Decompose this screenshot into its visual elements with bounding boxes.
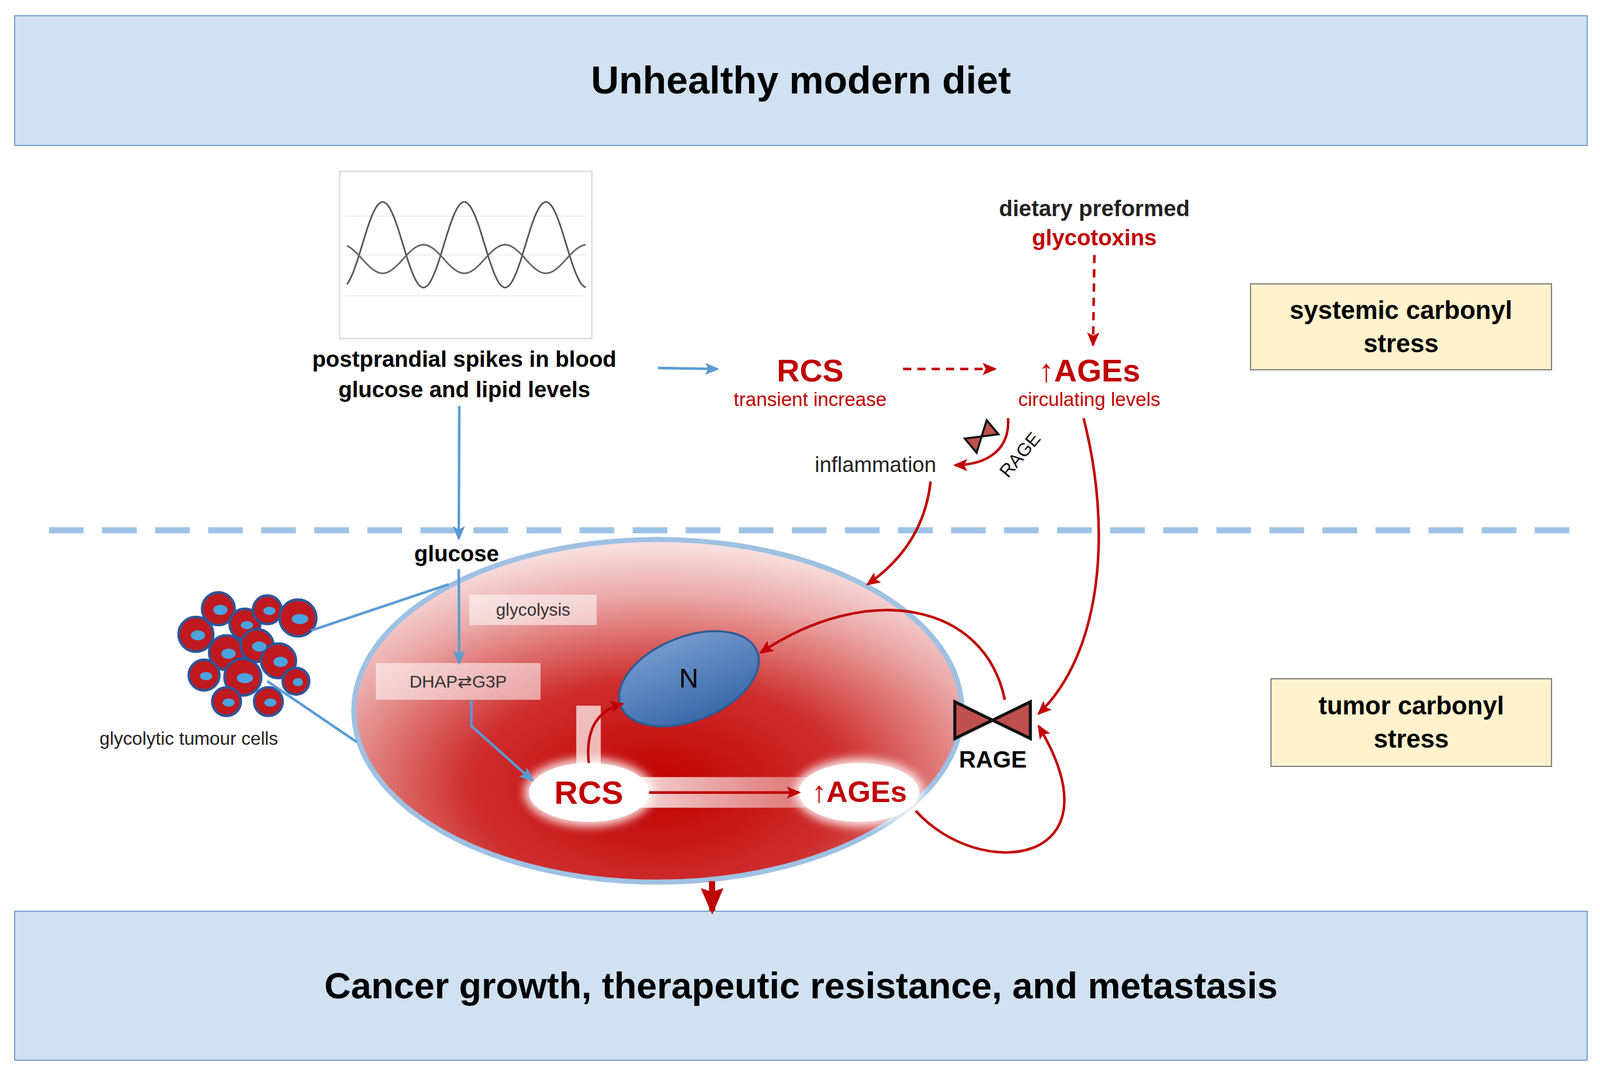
cluster-node: glycolytic tumour cells	[50, 586, 327, 750]
lipid-wave	[347, 244, 587, 274]
node-text: glycolysis	[496, 599, 571, 621]
receptor-symbol	[964, 420, 999, 453]
cell-nucleus	[240, 621, 254, 630]
plain-node: RCStransient increase	[717, 344, 904, 419]
red-connector	[708, 881, 716, 912]
cell-nucleus	[236, 673, 254, 684]
chart-gridline	[344, 254, 588, 256]
node-text: glycotoxins	[1031, 223, 1157, 253]
blue-connector	[267, 584, 449, 743]
node-text: circulating levels	[1017, 388, 1160, 411]
band-node: Cancer growth, therapeutic resistance, a…	[14, 911, 1588, 1062]
tumour-cell	[253, 596, 282, 625]
node-text: tumor carbonyl stress	[1279, 689, 1543, 757]
chart-frame	[339, 171, 592, 339]
node-text: ↑AGEs	[811, 774, 907, 811]
tumour-cell	[279, 600, 317, 637]
red-connector	[915, 726, 1065, 853]
node-text: Cancer growth, therapeutic resistance, a…	[324, 964, 1278, 1009]
cell-nucleus	[291, 614, 308, 625]
red-connector	[760, 610, 1006, 701]
chart-gridline	[344, 295, 588, 297]
cell-nucleus	[273, 656, 288, 667]
node-text: glycolytic tumour cells	[99, 728, 279, 751]
cell-nucleus	[221, 648, 236, 659]
node-text: glucose	[414, 540, 500, 568]
pill-node: ↑AGEs	[798, 763, 920, 823]
node-text: inflammation	[814, 452, 937, 479]
tumour-cell-nuclei	[191, 604, 309, 708]
cell-nucleus	[264, 698, 277, 708]
chart-gridline	[344, 215, 588, 217]
node-text: RCS	[554, 773, 624, 813]
plain-node: inflammation	[795, 448, 955, 482]
note-node: systemic carbonyl stress	[1249, 283, 1553, 370]
receptor-half	[992, 701, 1031, 739]
highlight-bar	[576, 705, 602, 765]
red-connector	[1039, 418, 1100, 715]
node-text: dietary preformed	[998, 194, 1190, 224]
note-node: tumor carbonyl stress	[1270, 678, 1553, 768]
glucose-wave	[347, 202, 587, 288]
compartment-divider	[49, 527, 1588, 534]
pill-node: RCS	[528, 763, 650, 823]
receptor-half	[975, 420, 999, 444]
red-connector	[649, 791, 800, 795]
node-text: systemic carbonyl stress	[1259, 293, 1543, 361]
receptor-half	[954, 701, 993, 739]
tumour-cell-cluster	[178, 592, 317, 716]
blue-connector	[457, 406, 461, 539]
node-text: postprandial spikes in blood glucose and…	[270, 344, 659, 405]
plain-node: dietary preformedglycotoxins	[958, 191, 1230, 255]
node-text: Unhealthy modern diet	[590, 57, 1011, 105]
node-text: transient increase	[733, 388, 888, 411]
cell-nucleus	[199, 672, 213, 681]
tumour-cell	[254, 687, 283, 717]
blue-connector	[457, 569, 461, 664]
nucleus-node: N	[612, 630, 766, 728]
edge-label: RAGE	[995, 428, 1046, 482]
band-node: Unhealthy modern diet	[14, 15, 1588, 147]
soft-node: glycolysis	[469, 594, 597, 626]
plain-node: glucose	[403, 538, 511, 570]
plain-node: postprandial spikes in blood glucose and…	[270, 343, 659, 407]
red-connector	[902, 367, 995, 370]
blue-connector	[471, 700, 533, 781]
node-text: RAGE	[958, 747, 1027, 774]
node-text: DHAP⇄G3P	[409, 671, 508, 693]
tumour-cell	[282, 667, 310, 695]
plain-node: ↑AGEscirculating levels	[995, 344, 1184, 419]
tumour-cell	[212, 687, 241, 717]
blue-connector	[657, 368, 718, 370]
node-text: RCS	[776, 352, 844, 389]
tumour-cell	[188, 660, 220, 691]
cell-nucleus	[222, 698, 235, 708]
red-connector	[588, 704, 623, 764]
node-text: N	[679, 663, 699, 695]
red-connector	[954, 418, 1009, 466]
red-connector	[1093, 254, 1095, 345]
red-connector	[867, 481, 931, 585]
cell-nucleus	[213, 604, 228, 615]
tumour-cell-body	[354, 539, 963, 883]
cell-nucleus	[263, 607, 276, 616]
node-text: ↑AGEs	[1038, 352, 1141, 389]
nucleus-outline	[604, 613, 773, 746]
cell-nucleus	[191, 630, 206, 641]
rage-node: RAGE	[946, 700, 1039, 774]
cell-nucleus	[251, 641, 266, 652]
cell-nucleus	[292, 678, 303, 687]
cell-node: glycolysisDHAP⇄G3P N RCS ↑AGEs	[351, 537, 965, 885]
soft-node: DHAP⇄G3P	[375, 663, 542, 701]
